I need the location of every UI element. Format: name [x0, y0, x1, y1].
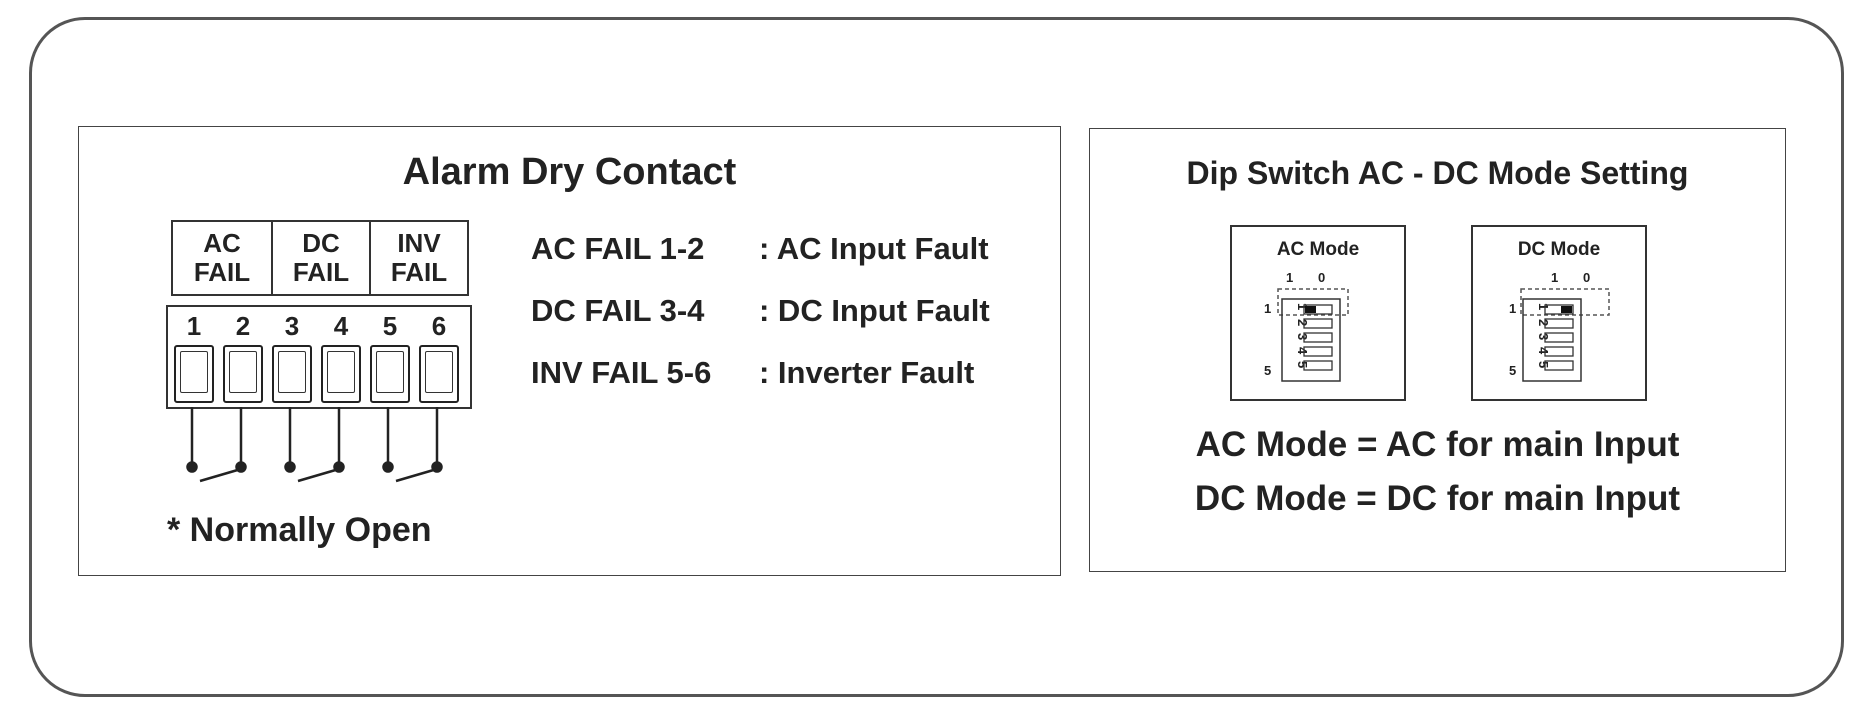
switch-number: 3 [1536, 333, 1551, 340]
terminal-label-dc-fail: DC FAIL [271, 220, 371, 296]
switch-number: 4 [1536, 347, 1551, 355]
switch-4 [1303, 346, 1333, 357]
fault-description: : Inverter Fault [759, 355, 975, 390]
alarm-dry-contact-panel: Alarm Dry Contact AC FAIL DC FAIL INV FA… [78, 126, 1061, 576]
switch-2 [1303, 318, 1333, 329]
terminal-pin [419, 345, 459, 403]
col-label-0: 0 [1583, 270, 1590, 285]
switch-highlight [1277, 288, 1349, 316]
switch-number: 4 [1295, 347, 1310, 355]
dip-switch-title: Dip Switch AC - DC Mode Setting [1186, 155, 1689, 191]
pin-number-6: 6 [431, 311, 447, 341]
pin-number-2: 2 [235, 311, 251, 341]
fault-row-ac: AC FAIL 1-2 : AC Input Fault [531, 231, 990, 293]
dc-mode-description: DC Mode = DC for main Input [1194, 479, 1681, 518]
ac-mode-description: AC Mode = AC for main Input [1195, 425, 1680, 464]
fault-row-dc: DC FAIL 3-4 : DC Input Fault [531, 293, 990, 355]
normally-open-contacts-diagram [186, 407, 443, 483]
switch-2 [1544, 318, 1574, 329]
outer-frame [29, 17, 1844, 697]
row-label-first: 1 [1264, 301, 1271, 316]
fault-code: AC FAIL 1-2 [531, 231, 705, 266]
terminal-pin [223, 345, 263, 403]
switch-number: 5 [1295, 361, 1310, 368]
switch-number: 5 [1536, 361, 1551, 368]
terminal-label-ac-fail: AC FAIL [171, 220, 273, 296]
pin-number-1: 1 [186, 311, 202, 341]
switch-3 [1544, 332, 1574, 343]
terminal-block: 1 2 3 4 5 6 [166, 305, 472, 409]
switch-number: 2 [1536, 319, 1551, 326]
normally-open-note: * Normally Open [167, 511, 432, 549]
switch-housing [1522, 298, 1582, 382]
switch-number: 1 [1295, 303, 1310, 310]
dip-switch-label: AC Mode [1276, 239, 1360, 260]
switch-5 [1544, 360, 1574, 371]
pin-number-5: 5 [382, 311, 398, 341]
switch-1-lever [1305, 306, 1316, 313]
switch-highlight [1520, 288, 1610, 316]
row-label-last: 5 [1509, 363, 1516, 378]
switch-number: 3 [1295, 333, 1310, 340]
fault-row-inv: INV FAIL 5-6 : Inverter Fault [531, 355, 990, 417]
row-label-first: 1 [1509, 301, 1516, 316]
switch-3 [1303, 332, 1333, 343]
fault-list: AC FAIL 1-2 : AC Input Fault DC FAIL 3-4… [531, 231, 990, 417]
dip-switch-panel: Dip Switch AC - DC Mode Setting AC Mode … [1089, 128, 1786, 572]
switch-number: 1 [1536, 303, 1551, 310]
switch-1-lever [1561, 306, 1572, 313]
terminal-pin [370, 345, 410, 403]
terminal-labels: AC FAIL DC FAIL INV FAIL [171, 220, 469, 296]
switch-1 [1544, 304, 1574, 315]
fault-description: : AC Input Fault [759, 231, 989, 266]
ac-mode-dip-switch: AC Mode 1 0 1 5 1 2 3 4 5 [1230, 225, 1406, 401]
alarm-title: Alarm Dry Contact [402, 151, 737, 193]
pin-number-3: 3 [284, 311, 300, 341]
switch-housing [1281, 298, 1341, 382]
pin-number-4: 4 [333, 311, 349, 341]
switch-number: 2 [1295, 319, 1310, 326]
switch-4 [1544, 346, 1574, 357]
terminal-label-inv-fail: INV FAIL [369, 220, 469, 296]
terminal-pin [321, 345, 361, 403]
terminal-pin [272, 345, 312, 403]
col-label-0: 0 [1318, 270, 1325, 285]
terminal-pin [174, 345, 214, 403]
row-label-last: 5 [1264, 363, 1271, 378]
dip-switch-diagram: 1 0 1 5 1 2 3 4 5 [1264, 270, 1349, 382]
fault-code: DC FAIL 3-4 [531, 293, 705, 328]
switch-1 [1303, 304, 1333, 315]
dip-switch-diagram: 1 0 1 5 1 2 3 4 5 [1509, 270, 1610, 382]
dc-mode-dip-switch: DC Mode 1 0 1 5 1 2 3 4 5 [1471, 225, 1647, 401]
col-label-1: 1 [1286, 270, 1293, 285]
fault-code: INV FAIL 5-6 [531, 355, 712, 390]
mode-descriptions: AC Mode = AC for main Input DC Mode = DC… [1090, 425, 1785, 533]
switch-5 [1303, 360, 1333, 371]
col-label-1: 1 [1551, 270, 1558, 285]
fault-description: : DC Input Fault [759, 293, 990, 328]
dip-switch-label: DC Mode [1517, 239, 1601, 260]
